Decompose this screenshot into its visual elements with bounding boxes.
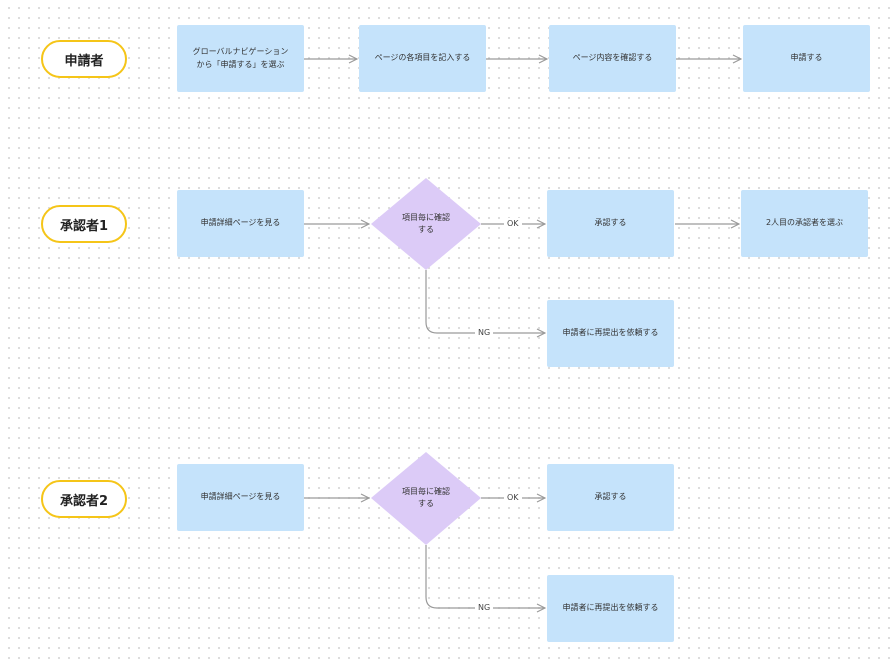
arrow-a1-decision-to-resubmit [425, 270, 545, 333]
role-approver1[interactable]: 承認者1 [41, 205, 127, 243]
a2-view-detail[interactable]: 申請詳細ページを見る [177, 464, 304, 531]
a1-decision-diamond[interactable] [371, 178, 481, 270]
a1-approve[interactable]: 承認する [547, 190, 674, 257]
a2-approve[interactable]: 承認する [547, 464, 674, 531]
role-approver2[interactable]: 承認者2 [41, 480, 127, 518]
a1-select-second-approver[interactable]: 2人目の承認者を選ぶ [741, 190, 868, 257]
arrow-a2-decision-to-resubmit [425, 545, 545, 608]
a2-decision-diamond[interactable] [371, 452, 481, 545]
a2-decision-label: 項目毎に確認 する [402, 486, 450, 508]
role-applicant[interactable]: 申請者 [41, 40, 127, 78]
a1-ok-label: OK [504, 218, 522, 230]
applicant-step-select-apply[interactable]: グローバルナビゲーション から「申請する」を選ぶ [177, 25, 304, 92]
a1-view-detail[interactable]: 申請詳細ページを見る [177, 190, 304, 257]
applicant-step-submit[interactable]: 申請する [743, 25, 870, 92]
applicant-step-confirm-page[interactable]: ページ内容を確認する [549, 25, 676, 92]
a2-ng-label: NG [475, 602, 494, 614]
applicant-step-fill-fields[interactable]: ページの各項目を記入する [359, 25, 486, 92]
a1-request-resubmit[interactable]: 申請者に再提出を依頼する [547, 300, 674, 367]
a2-ok-label: OK [504, 492, 522, 504]
a1-decision-label: 項目毎に確認 する [402, 212, 450, 234]
a1-ng-label: NG [475, 327, 494, 339]
a2-request-resubmit[interactable]: 申請者に再提出を依頼する [547, 575, 674, 642]
